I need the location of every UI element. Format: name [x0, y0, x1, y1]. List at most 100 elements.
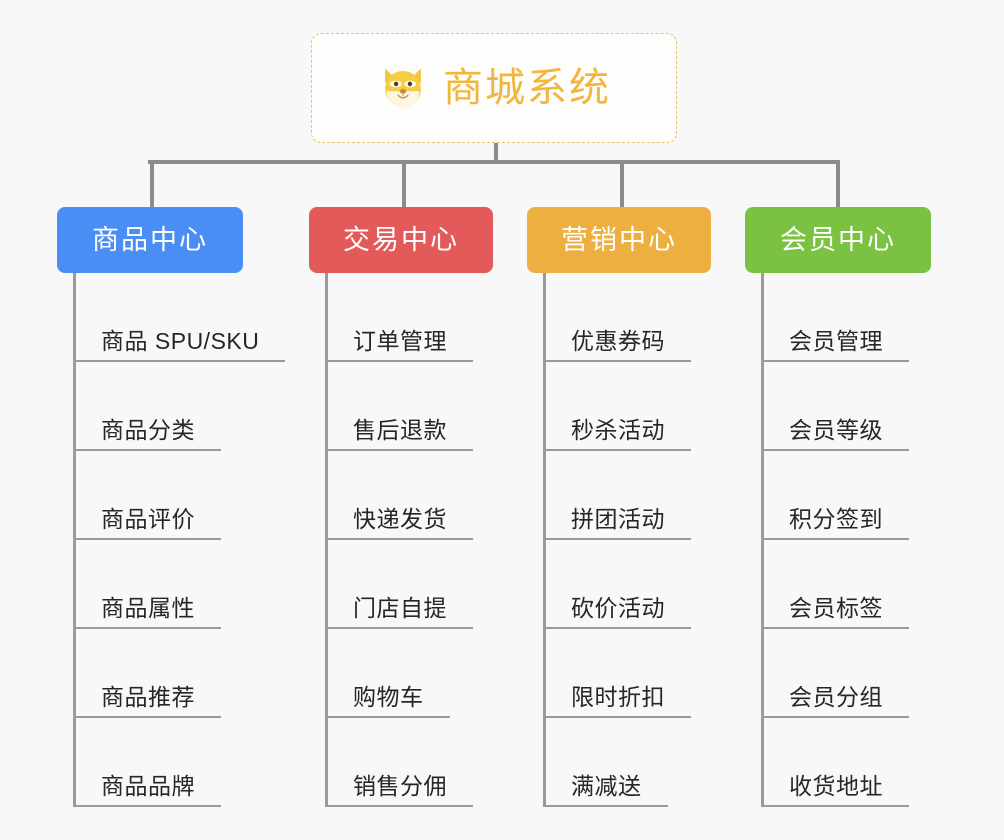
- category-box[interactable]: 会员中心: [745, 207, 931, 273]
- leaf-label: 满减送: [571, 772, 642, 799]
- leaf-underline: 收货地址: [763, 772, 909, 807]
- leaf-label: 商品推荐: [101, 683, 195, 710]
- leaf-list: 会员管理会员等级积分签到会员标签会员分组收货地址: [745, 273, 931, 807]
- leaf-label: 会员标签: [789, 594, 883, 621]
- category-column: 交易中心订单管理售后退款快递发货门店自提购物车销售分佣: [309, 207, 493, 807]
- shiba-dog-face-icon: [385, 68, 421, 110]
- leaf-label: 秒杀活动: [571, 416, 665, 443]
- leaf-item[interactable]: 会员标签: [763, 540, 931, 629]
- connector-spine: [73, 273, 76, 807]
- leaf-label: 拼团活动: [571, 505, 665, 532]
- leaf-label: 购物车: [353, 683, 424, 710]
- connector-spine: [325, 273, 328, 807]
- leaf-underline: 商品评价: [75, 505, 221, 540]
- category-label: 商品中心: [92, 224, 208, 255]
- leaf-label: 限时折扣: [571, 683, 665, 710]
- leaf-underline: 商品品牌: [75, 772, 221, 807]
- leaf-underline: 商品推荐: [75, 683, 221, 718]
- category-column: 营销中心优惠券码秒杀活动拼团活动砍价活动限时折扣满减送: [527, 207, 711, 807]
- connector-drop-3: [620, 160, 624, 208]
- leaf-underline: 会员管理: [763, 327, 909, 362]
- leaf-item[interactable]: 商品评价: [75, 451, 243, 540]
- leaf-item[interactable]: 商品 SPU/SKU: [75, 273, 286, 362]
- leaf-underline: 商品 SPU/SKU: [75, 327, 286, 362]
- leaf-label: 商品评价: [101, 505, 195, 532]
- leaf-underline: 会员标签: [763, 594, 909, 629]
- connector-spine: [761, 273, 764, 807]
- leaf-item[interactable]: 砍价活动: [545, 540, 711, 629]
- leaf-underline: 商品属性: [75, 594, 221, 629]
- leaf-underline: 优惠券码: [545, 327, 691, 362]
- leaf-item[interactable]: 拼团活动: [545, 451, 711, 540]
- leaf-item[interactable]: 门店自提: [327, 540, 493, 629]
- leaf-label: 砍价活动: [571, 594, 665, 621]
- root-node[interactable]: 商城系统: [311, 33, 677, 143]
- leaf-underline: 售后退款: [327, 416, 473, 451]
- connector-spine: [543, 273, 546, 807]
- leaf-item[interactable]: 积分签到: [763, 451, 931, 540]
- leaf-label: 销售分佣: [353, 772, 447, 799]
- leaf-underline: 门店自提: [327, 594, 473, 629]
- leaf-label: 积分签到: [789, 505, 883, 532]
- leaf-list: 优惠券码秒杀活动拼团活动砍价活动限时折扣满减送: [527, 273, 711, 807]
- leaf-label: 收货地址: [789, 772, 883, 799]
- leaf-label: 商品 SPU/SKU: [101, 327, 260, 354]
- leaf-underline: 砍价活动: [545, 594, 691, 629]
- connector-horizontal-bus: [148, 160, 837, 164]
- connector-drop-4: [836, 160, 840, 208]
- leaf-label: 订单管理: [353, 327, 447, 354]
- leaf-item[interactable]: 商品推荐: [75, 629, 243, 718]
- leaf-underline: 限时折扣: [545, 683, 691, 718]
- connector-drop-1: [150, 160, 154, 208]
- leaf-item[interactable]: 会员分组: [763, 629, 931, 718]
- leaf-label: 优惠券码: [571, 327, 665, 354]
- root-title: 商城系统: [443, 66, 611, 110]
- leaf-underline: 会员等级: [763, 416, 909, 451]
- leaf-item[interactable]: 会员等级: [763, 362, 931, 451]
- leaf-label: 售后退款: [353, 416, 447, 443]
- leaf-label: 会员等级: [789, 416, 883, 443]
- leaf-item[interactable]: 购物车: [327, 629, 493, 718]
- category-box[interactable]: 交易中心: [309, 207, 493, 273]
- connector-drop-2: [402, 160, 406, 208]
- leaf-item[interactable]: 收货地址: [763, 718, 931, 807]
- leaf-underline: 快递发货: [327, 505, 473, 540]
- category-label: 会员中心: [780, 224, 896, 255]
- leaf-underline: 拼团活动: [545, 505, 691, 540]
- category-box[interactable]: 营销中心: [527, 207, 711, 273]
- leaf-list: 订单管理售后退款快递发货门店自提购物车销售分佣: [309, 273, 493, 807]
- leaf-underline: 销售分佣: [327, 772, 473, 807]
- leaf-label: 商品品牌: [101, 772, 195, 799]
- leaf-label: 门店自提: [353, 594, 447, 621]
- leaf-label: 快递发货: [353, 505, 447, 532]
- leaf-label: 商品属性: [101, 594, 195, 621]
- leaf-item[interactable]: 商品分类: [75, 362, 243, 451]
- leaf-item[interactable]: 销售分佣: [327, 718, 493, 807]
- leaf-item[interactable]: 秒杀活动: [545, 362, 711, 451]
- leaf-item[interactable]: 优惠券码: [545, 273, 711, 362]
- leaf-label: 会员分组: [789, 683, 883, 710]
- leaf-item[interactable]: 会员管理: [763, 273, 931, 362]
- leaf-item[interactable]: 售后退款: [327, 362, 493, 451]
- leaf-underline: 积分签到: [763, 505, 909, 540]
- leaf-item[interactable]: 商品属性: [75, 540, 243, 629]
- leaf-item[interactable]: 限时折扣: [545, 629, 711, 718]
- category-label: 营销中心: [561, 224, 677, 255]
- leaf-underline: 满减送: [545, 772, 668, 807]
- category-column: 商品中心商品 SPU/SKU 商品分类商品评价商品属性商品推荐商品品牌: [57, 207, 286, 807]
- leaf-underline: 会员分组: [763, 683, 909, 718]
- leaf-label: 商品分类: [101, 416, 195, 443]
- category-box[interactable]: 商品中心: [57, 207, 243, 273]
- leaf-underline: 订单管理: [327, 327, 473, 362]
- leaf-item[interactable]: 快递发货: [327, 451, 493, 540]
- category-column: 会员中心会员管理会员等级积分签到会员标签会员分组收货地址: [745, 207, 931, 807]
- leaf-underline: 商品分类: [75, 416, 221, 451]
- leaf-item[interactable]: 订单管理: [327, 273, 493, 362]
- connector-root-vertical: [494, 143, 498, 164]
- leaf-label: 会员管理: [789, 327, 883, 354]
- leaf-item[interactable]: 商品品牌: [75, 718, 243, 807]
- leaf-item[interactable]: 满减送: [545, 718, 711, 807]
- category-label: 交易中心: [343, 224, 459, 255]
- leaf-list: 商品 SPU/SKU 商品分类商品评价商品属性商品推荐商品品牌: [57, 273, 286, 807]
